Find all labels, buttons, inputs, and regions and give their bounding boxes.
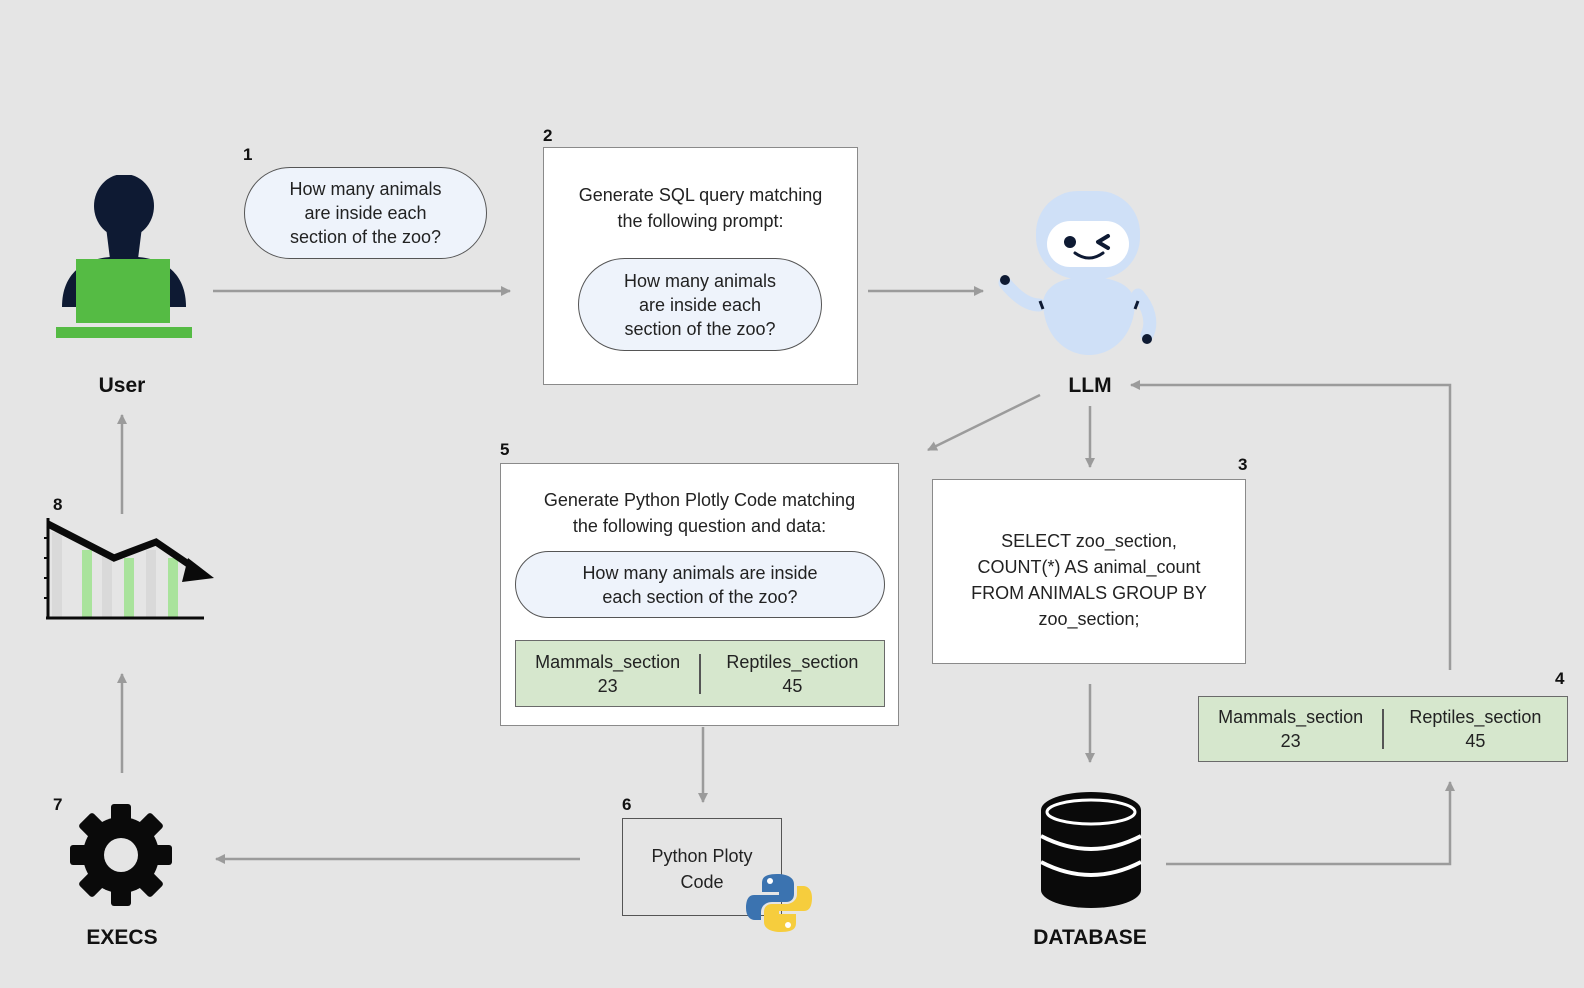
- question-line: How many animals: [623, 270, 777, 291]
- prompt-line: the following prompt:: [617, 211, 784, 231]
- question-line: section of the zoo?: [624, 318, 776, 339]
- prompt-line: Generate Python Plotly Code matching: [543, 490, 856, 510]
- database-icon: [1040, 792, 1142, 908]
- step-number-2: 2: [543, 126, 553, 145]
- data-cell-reptiles: Reptiles_section 45: [701, 650, 884, 698]
- step-number-8: 8: [53, 495, 63, 514]
- prompt-line: Generate SQL query matching: [578, 185, 823, 205]
- column-name: Mammals_section: [1218, 707, 1364, 727]
- question-line: How many animals: [289, 179, 442, 199]
- llm-label: LLM: [1068, 374, 1112, 397]
- execs-label: EXECS: [86, 926, 158, 949]
- sql-line: COUNT(*) AS animal_count: [977, 557, 1201, 577]
- column-value: 45: [1465, 731, 1486, 751]
- step-number-6: 6: [622, 795, 632, 814]
- cell-divider: [1382, 709, 1384, 749]
- question-line: section of the zoo?: [289, 227, 442, 247]
- prompt-line: the following question and data:: [572, 516, 827, 536]
- column-name: Reptiles_section: [1409, 707, 1542, 727]
- cell-divider: [699, 653, 701, 694]
- column-name: Reptiles_section: [726, 651, 859, 672]
- plotly-prompt-text: Generate Python Plotly Code matching the…: [500, 487, 899, 539]
- result-cell-reptiles: Reptiles_section 45: [1384, 705, 1567, 753]
- result-cell-mammals: Mammals_section 23: [1199, 705, 1382, 753]
- sql-prompt-question-bubble: How many animals are inside each section…: [578, 258, 822, 351]
- chart-output-icon: [44, 518, 214, 620]
- question-line: are inside each: [304, 203, 427, 223]
- column-value: 23: [597, 675, 618, 696]
- user-label: User: [98, 374, 146, 397]
- question-line: each section of the zoo?: [602, 586, 798, 607]
- query-result-table: Mammals_section 23 Reptiles_section 45: [1198, 696, 1568, 762]
- step-number-3: 3: [1238, 455, 1248, 474]
- arrow-llm-to-plotly-prompt: [927, 393, 1041, 452]
- code-line: Python Ploty: [651, 846, 753, 866]
- plotly-prompt-question-bubble: How many animals are inside each section…: [515, 551, 885, 618]
- sql-query-box: [932, 479, 1246, 664]
- gear-icon: [70, 804, 172, 906]
- sql-line: zoo_section;: [1038, 609, 1140, 629]
- question-line: are inside each: [638, 294, 762, 315]
- sql-line: SELECT zoo_section,: [1001, 531, 1177, 551]
- question-line: How many animals are inside: [582, 562, 818, 583]
- step-number-1: 1: [243, 145, 253, 164]
- sql-line: FROM ANIMALS GROUP BY: [971, 583, 1207, 603]
- python-logo-icon: [746, 874, 812, 932]
- plotly-prompt-data-table: Mammals_section 23 Reptiles_section 45: [515, 640, 885, 707]
- sql-prompt-text: Generate SQL query matching the followin…: [543, 182, 858, 234]
- user-icon: [56, 175, 192, 338]
- sql-query-text: SELECT zoo_section, COUNT(*) AS animal_c…: [932, 528, 1246, 632]
- code-line: Code: [680, 872, 724, 892]
- column-value: 45: [782, 675, 803, 696]
- column-name: Mammals_section: [535, 651, 681, 672]
- user-question-bubble: How many animals are inside each section…: [244, 167, 487, 259]
- robot-icon: [998, 191, 1157, 355]
- python-code-box: [622, 818, 782, 916]
- step-number-5: 5: [500, 440, 510, 459]
- step-number-4: 4: [1555, 669, 1565, 688]
- python-code-text: Python Ploty Code: [622, 843, 782, 895]
- step-number-7: 7: [53, 795, 63, 814]
- database-label: DATABASE: [1033, 926, 1147, 949]
- arrow-results-to-llm: [1130, 380, 1452, 670]
- column-value: 23: [1280, 731, 1301, 751]
- arrow-database-to-results: [1166, 781, 1455, 866]
- data-cell-mammals: Mammals_section 23: [516, 650, 699, 698]
